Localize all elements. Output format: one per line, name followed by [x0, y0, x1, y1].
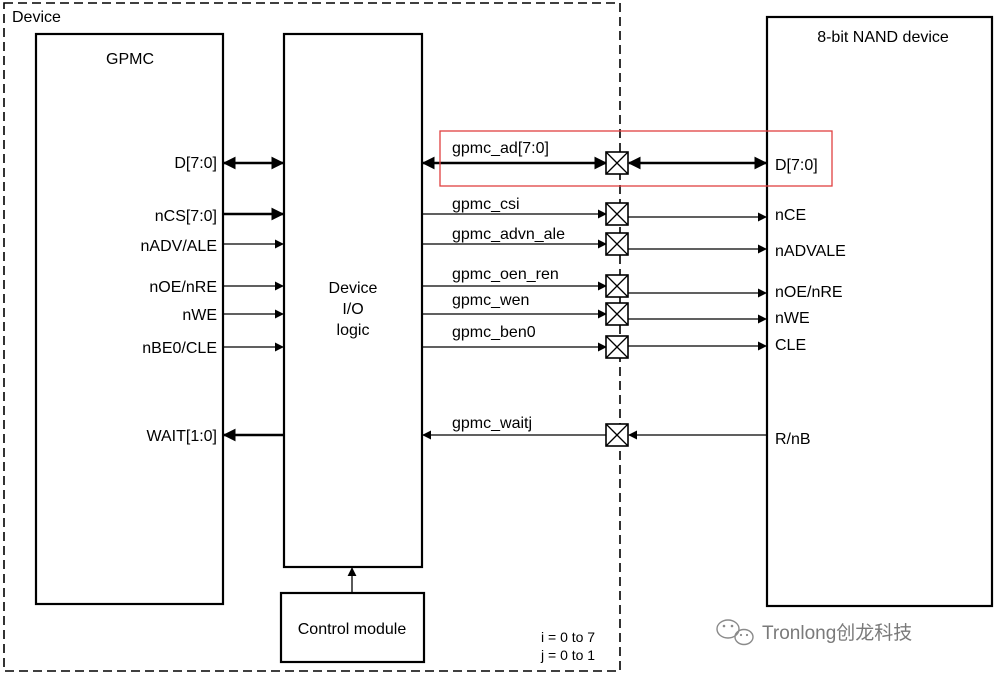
control-module-block [279, 591, 426, 664]
pin-gpmc-waitj: gpmc_waitj [452, 415, 532, 432]
pad-oen [605, 274, 629, 298]
watermark-text: Tronlong创龙科技 [762, 622, 912, 644]
nand-title: 8-bit NAND device [817, 29, 949, 46]
pin-gpmc-wen: gpmc_wen [452, 292, 529, 309]
gpmc-signal-wait: WAIT[1:0] [146, 428, 217, 445]
footnote-j: j = 0 to 1 [540, 647, 595, 663]
pin-gpmc-ben0: gpmc_ben0 [452, 324, 536, 341]
device-label: Device [12, 9, 61, 26]
gpmc-signal-noe: nOE/nRE [149, 279, 217, 296]
io-logic-line2: I/O [342, 301, 363, 318]
nand-signal-nce: nCE [775, 207, 806, 224]
nand-signal-rnb: R/nB [775, 431, 811, 448]
nand-signal-cle: CLE [775, 337, 806, 354]
pad-ad [605, 151, 629, 175]
gpmc-signal-nwe: nWE [182, 307, 217, 324]
footnote-i: i = 0 to 7 [541, 629, 595, 645]
device-boundary [3, 2, 621, 672]
nand-signal-d: D[7:0] [775, 157, 818, 174]
gpmc-signal-nbe0: nBE0/CLE [142, 340, 217, 357]
highlight-box [439, 130, 833, 187]
control-module-label: Control module [298, 621, 407, 638]
nand-signal-nwe: nWE [775, 310, 810, 327]
io-logic-line3: logic [337, 322, 370, 339]
gpmc-title: GPMC [106, 51, 154, 68]
nand-block [765, 15, 994, 608]
pad-csi [605, 202, 629, 226]
pin-gpmc-csi: gpmc_csi [452, 196, 520, 213]
pin-gpmc-ad: gpmc_ad[7:0] [452, 140, 549, 157]
gpmc-block [34, 32, 225, 606]
pin-gpmc-advn-ale: gpmc_advn_ale [452, 226, 565, 243]
pin-gpmc-oen-ren: gpmc_oen_ren [452, 266, 559, 283]
pad-ben0 [605, 335, 629, 359]
pad-advn [605, 232, 629, 256]
pad-waitj [605, 423, 629, 447]
nand-signal-noe: nOE/nRE [775, 284, 843, 301]
gpmc-signal-nadv: nADV/ALE [141, 238, 217, 255]
gpmc-signal-ncs: nCS[7:0] [155, 208, 217, 225]
wechat-icon [716, 619, 754, 646]
nand-signal-nadvale: nADVALE [775, 243, 846, 260]
io-logic-line1: Device [329, 280, 378, 297]
io-logic-block [282, 32, 424, 569]
gpmc-signal-d: D[7:0] [174, 155, 217, 172]
pad-wen [605, 302, 629, 326]
